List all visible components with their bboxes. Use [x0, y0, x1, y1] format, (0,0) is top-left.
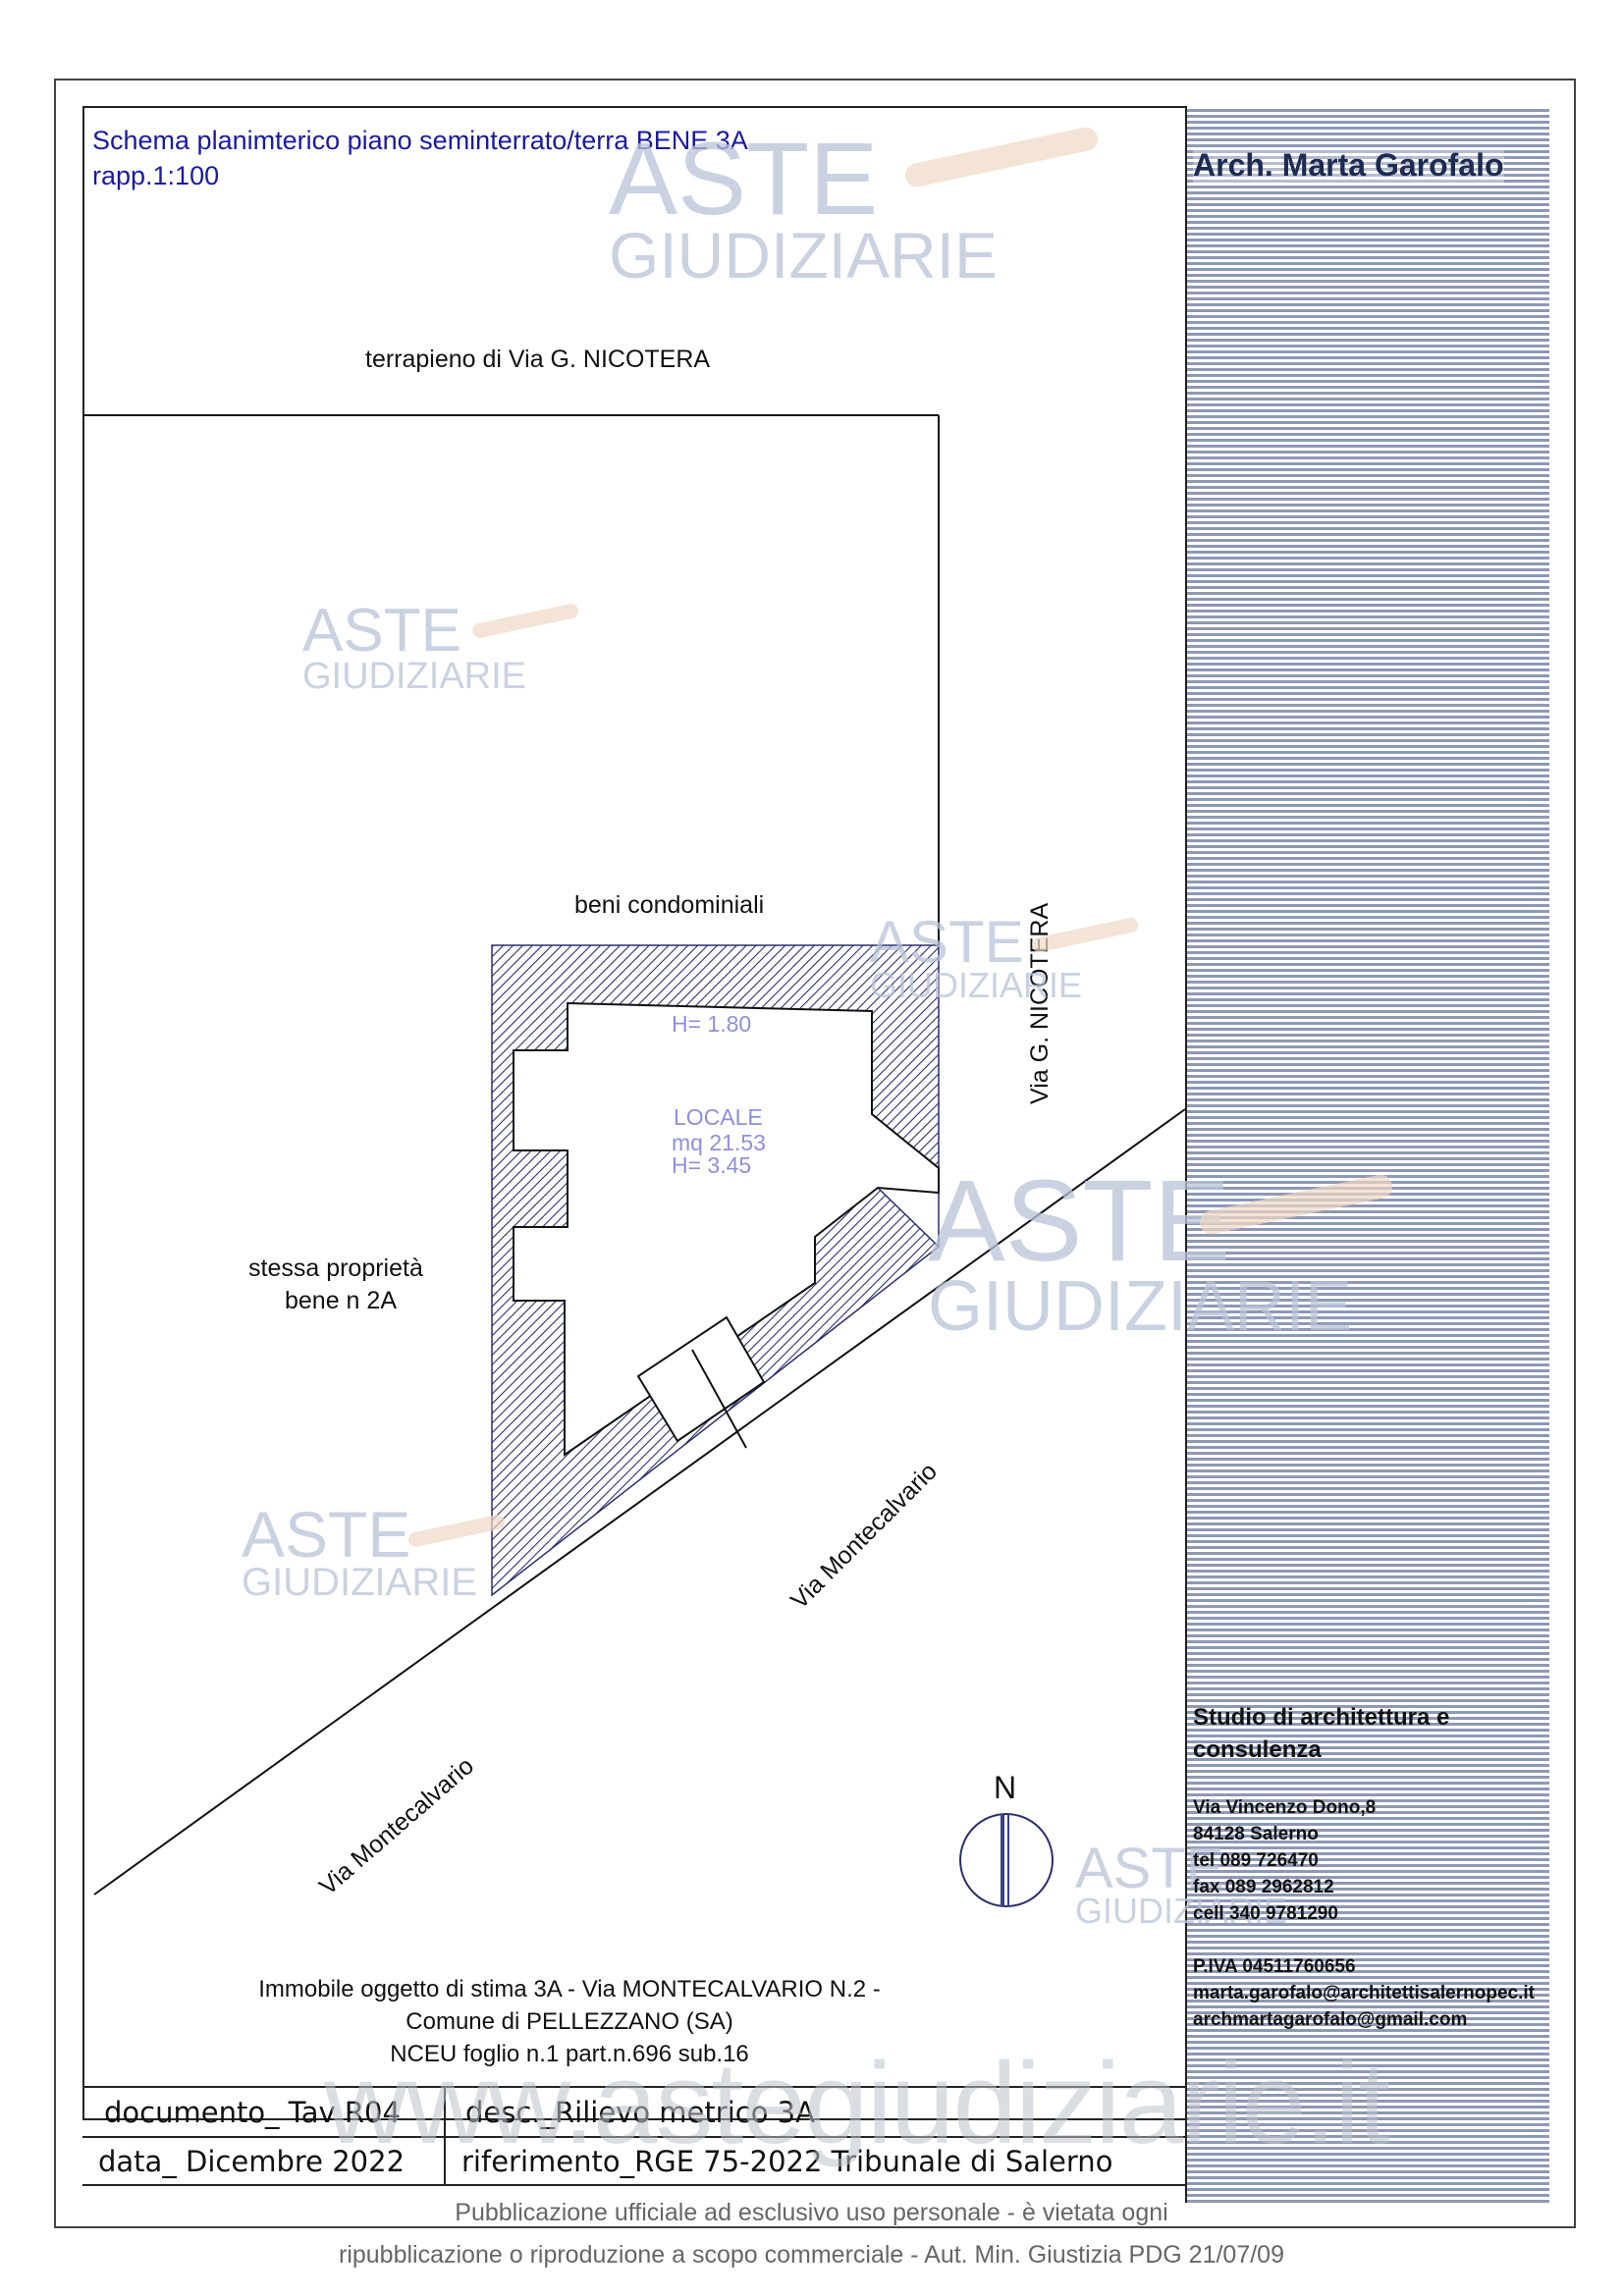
studio-cell: cell 340 9781290 [1193, 1903, 1338, 1924]
beni-condominiali-label: beni condominiali [574, 891, 765, 919]
room-height: H= 3.45 [672, 1152, 752, 1178]
caption-line-2: Comune di PELLEZZANO (SA) [406, 2008, 733, 2035]
studio-email-pec: marta.garofalo@architettisalernopec.it [1193, 1983, 1535, 2003]
drawing-title-line-1: Schema planimterico piano seminterrato/t… [92, 126, 748, 155]
interior-floor [513, 1001, 940, 1457]
property-caption: Immobile oggetto di stima 3A - Via MONTE… [216, 1973, 923, 2070]
site-watermark: www.astegiudiziarie.it [324, 2039, 1390, 2168]
studio-tel: tel 089 726470 [1193, 1850, 1319, 1871]
desc-field: desc._Rilievo metrico 3A [465, 2096, 815, 2129]
stessa-proprieta-label: stessa proprietà [248, 1255, 423, 1282]
north-label: N [994, 1770, 1017, 1805]
watermark-word: GIUDIZIARIE [609, 219, 999, 292]
sheet-outer-border [54, 79, 1576, 2228]
studio-email: archmartagarofalo@gmail.com [1193, 2009, 1468, 2030]
architect-name: Arch. Marta Garofalo [1193, 147, 1504, 184]
studio-city: 84128 Salerno [1193, 1824, 1319, 1844]
footer-line-2: ripubblicazione o riproduzione a scopo c… [339, 2241, 1284, 2269]
spacer [1193, 1927, 1535, 1953]
watermark-word: ASTE [1075, 1837, 1224, 1900]
room-area: mq 21.53 [672, 1130, 766, 1155]
north-arrow-icon [959, 1813, 1054, 1907]
terrapieno-label: terrapieno di Via G. NICOTERA [365, 346, 711, 373]
road-edge-line [93, 1108, 1186, 1896]
watermark-word: ASTE [609, 122, 879, 237]
watermark-logo: ASTE GIUDIZIARIE [302, 597, 527, 697]
data-field: data_ Dicembre 2022 [98, 2145, 406, 2178]
studio-piva: P.IVA 04511760656 [1193, 1956, 1356, 1977]
caption-line-3: NCEU foglio n.1 part.n.696 sub.16 [390, 2041, 749, 2067]
watermark-logo: ASTE GIUDIZIARIE [609, 128, 998, 288]
watermark-word: GIUDIZIARIE [302, 656, 527, 697]
title-block-divider [444, 2088, 446, 2184]
watermark-word: GIUDIZIARIE [870, 965, 1083, 1005]
title-block-divider [82, 2136, 1185, 2138]
watermark-word: ASTE [242, 1498, 411, 1571]
drawing-scale: rapp.1:100 [92, 161, 220, 190]
watermark-word: GIUDIZIARIE [242, 1561, 478, 1604]
studio-contacts: Via Vincenzo Dono,8 84128 Salerno tel 08… [1193, 1794, 1535, 2033]
watermark-word: ASTE [928, 1156, 1231, 1286]
riferimento-field: riferimento_RGE 75-2022 Tribunale di Sal… [461, 2145, 1113, 2178]
watermark-logo: ASTE GIUDIZIARIE [870, 913, 1082, 1003]
watermark-logo: ASTE GIUDIZIARIE [242, 1502, 477, 1602]
watermark-logo: ASTE GIUDIZIARIE [1075, 1841, 1287, 1929]
drawing-title: Schema planimterico piano seminterrato/t… [92, 123, 748, 193]
documento-field: documento_ Tav R04 [104, 2096, 401, 2129]
title-block: documento_ Tav R04 desc._Rilievo metrico… [82, 2086, 1187, 2186]
studio-fax: fax 089 2962812 [1193, 1877, 1334, 1897]
room-height-top: H= 1.80 [672, 1011, 752, 1037]
studio-address: Via Vincenzo Dono,8 [1193, 1797, 1377, 1818]
watermark-word: GIUDIZIARIE [928, 1267, 1353, 1346]
caption-line-1: Immobile oggetto di stima 3A - Via MONTE… [258, 1976, 881, 2002]
watermark-word: ASTE [302, 597, 461, 665]
watermark-word: GIUDIZIARIE [1075, 1891, 1288, 1931]
footer-line-1: Pubblicazione ufficiale ad esclusivo uso… [455, 2199, 1168, 2226]
watermark-word: ASTE [870, 909, 1024, 975]
room-name: LOCALE [674, 1104, 763, 1130]
drawing-frame [82, 106, 1187, 2120]
watermark-logo: ASTE GIUDIZIARIE [928, 1163, 1352, 1342]
studio-name: Studio di architettura e consulenza [1193, 1704, 1450, 1763]
bene-2a-label: bene n 2A [285, 1287, 397, 1314]
